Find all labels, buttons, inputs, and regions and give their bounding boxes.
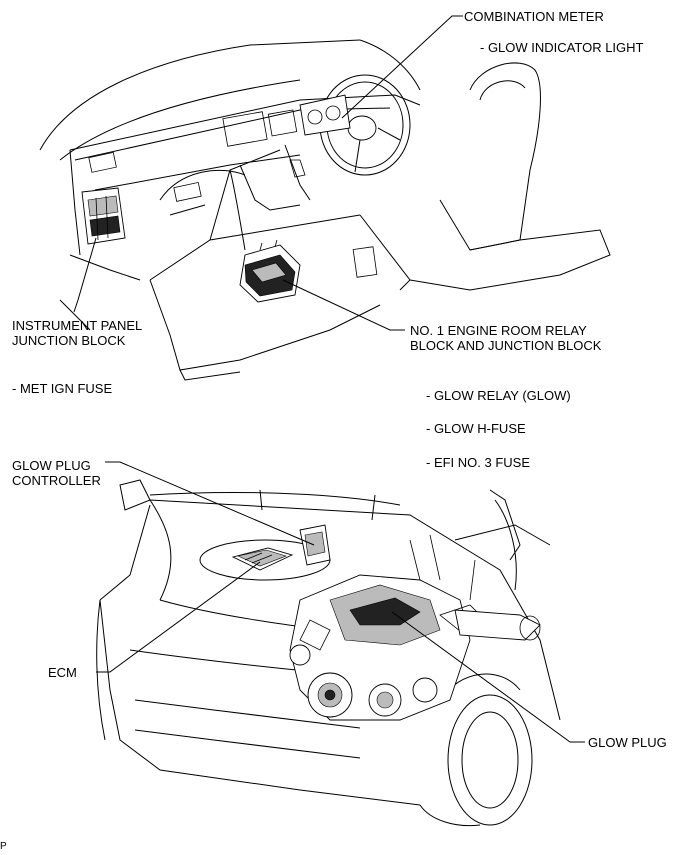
instrument-panel-label-line1: INSTRUMENT PANEL <box>12 318 143 333</box>
vehicle-interior-drawing <box>39 39 611 381</box>
efi-no3-fuse-label: - EFI NO. 3 FUSE <box>426 455 531 470</box>
leader-lines <box>73 15 585 743</box>
met-ign-fuse-label: - MET IGN FUSE <box>12 381 113 396</box>
engine-room-relay-block-drawing <box>239 239 301 303</box>
glow-indicator-light-label: - GLOW INDICATOR LIGHT <box>480 40 644 55</box>
glow-plug-controller-label-line2: CONTROLLER <box>12 473 101 488</box>
glow-h-fuse-label: - GLOW H-FUSE <box>426 421 526 436</box>
combination-meter-label: COMBINATION METER <box>464 9 604 24</box>
ecm-label: ECM <box>48 665 77 680</box>
glow-plug-label: GLOW PLUG <box>588 735 667 750</box>
engine-room-relay-label-line1: NO. 1 ENGINE ROOM RELAY <box>410 323 587 338</box>
corner-mark: P <box>0 841 7 852</box>
glow-plug-controller-drawing <box>299 524 331 566</box>
glow-plug-controller-label-line1: GLOW PLUG <box>12 458 91 473</box>
ecm-drawing <box>231 547 294 571</box>
glow-relay-label: - GLOW RELAY (GLOW) <box>426 388 571 403</box>
instrument-panel-junction-block-drawing <box>81 187 126 245</box>
engine-room-relay-label-line2: BLOCK AND JUNCTION BLOCK <box>410 338 602 353</box>
engine-drawing <box>289 534 541 721</box>
instrument-panel-label-line2: JUNCTION BLOCK <box>12 333 126 348</box>
